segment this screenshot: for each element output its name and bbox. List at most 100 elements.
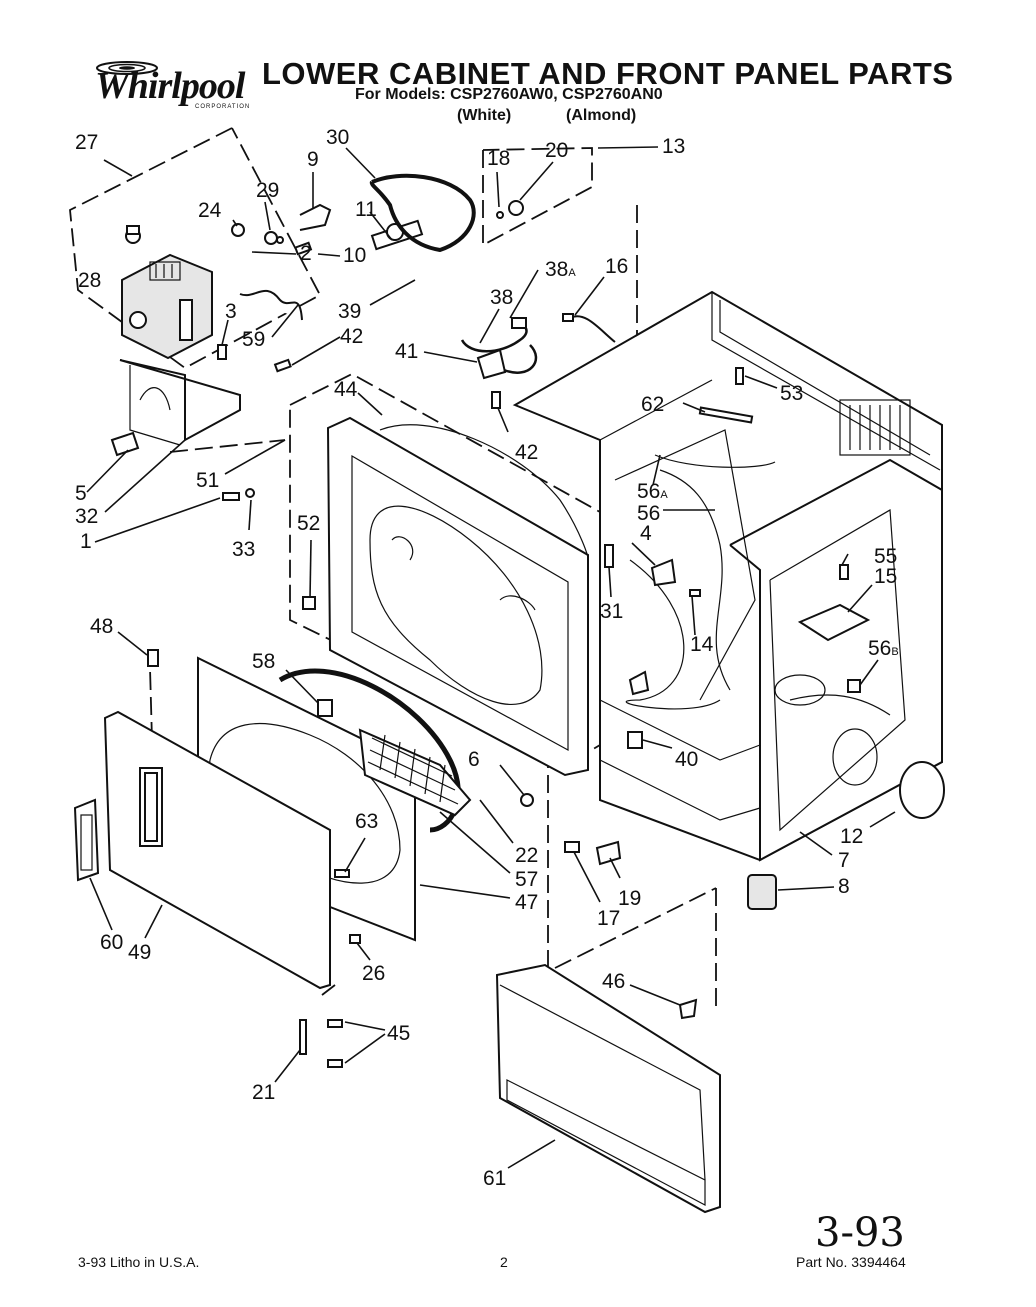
callout-6: 6	[468, 748, 480, 771]
models-line: For Models: CSP2760AW0, CSP2760AN0	[355, 86, 663, 103]
part-8-leveling-leg	[747, 874, 777, 910]
callout-7: 7	[838, 849, 850, 872]
callout-1: 1	[80, 530, 92, 553]
callout-46: 46	[602, 970, 625, 993]
callout-8: 8	[838, 875, 850, 898]
callout-2: 2	[300, 242, 312, 265]
part-31	[604, 544, 614, 568]
callout-49: 49	[128, 941, 151, 964]
callout-39: 39	[338, 300, 361, 323]
callout-56: 56	[637, 502, 660, 525]
part-56b	[847, 679, 861, 693]
callout-47: 47	[515, 891, 538, 914]
part-26	[349, 934, 361, 944]
color-white-label: (White)	[457, 107, 512, 124]
page-title: LOWER CABINET AND FRONT PANEL PARTS	[262, 56, 954, 91]
part-19	[595, 840, 622, 866]
callout-13: 13	[662, 135, 685, 158]
outer-door-49	[73, 710, 331, 990]
part-40	[627, 731, 643, 749]
brand-name: Whirlpool	[95, 65, 245, 107]
callout-4: 4	[640, 522, 652, 545]
callout-19: 19	[618, 887, 641, 910]
callout-63: 63	[355, 810, 378, 833]
part-63	[334, 869, 350, 878]
callout-56b: 56B	[868, 637, 899, 660]
callout-45: 45	[387, 1022, 410, 1045]
callout-38: 38	[490, 286, 513, 309]
leader-lines	[86, 146, 896, 1169]
callout-12: 12	[840, 825, 863, 848]
callout-9: 9	[307, 148, 319, 171]
callout-3: 3	[225, 300, 237, 323]
callout-29: 29	[256, 179, 279, 202]
part-45a	[327, 1019, 343, 1028]
part-20	[508, 200, 524, 216]
inner-door-47	[197, 656, 472, 942]
part-48	[147, 649, 159, 667]
callout-58: 58	[252, 650, 275, 673]
callout-26: 26	[362, 962, 385, 985]
callout-15: 15	[874, 565, 897, 588]
callout-11: 11	[355, 198, 377, 221]
callout-28: 28	[78, 269, 101, 292]
color-almond-label: (Almond)	[566, 107, 637, 124]
cabinet-body	[512, 290, 943, 862]
callout-30: 30	[326, 126, 349, 149]
handwritten-date: 3-93	[815, 1210, 905, 1256]
callout-32: 32	[75, 505, 98, 528]
part-21	[299, 1019, 307, 1055]
callout-56a: 56A	[637, 480, 668, 503]
callout-labels: 27 30 9 18 20 13 29 24 11 2 10 28 38A 16…	[75, 126, 899, 1190]
part-14	[689, 589, 701, 597]
part-18	[496, 211, 504, 219]
callout-57: 57	[515, 868, 538, 891]
callout-10: 10	[343, 244, 366, 267]
callout-38a: 38A	[545, 258, 576, 281]
callout-17: 17	[597, 907, 620, 930]
part-12-drum-roller	[899, 761, 945, 819]
part-33	[245, 488, 255, 498]
callout-20: 20	[545, 139, 568, 162]
callout-18: 18	[487, 147, 510, 170]
callout-22: 22	[515, 844, 538, 867]
part-53	[735, 367, 744, 385]
callout-48: 48	[90, 615, 113, 638]
callout-5: 5	[75, 482, 87, 505]
front-panel-44	[326, 416, 589, 777]
toe-panel-61	[495, 963, 721, 1214]
part-46	[678, 998, 698, 1020]
brand-sub: CORPORATION	[195, 104, 251, 110]
belt-30	[369, 173, 476, 253]
part-15	[797, 603, 871, 642]
part-1	[222, 492, 240, 501]
callout-40: 40	[675, 748, 698, 771]
callout-60: 60	[100, 931, 123, 954]
callout-14: 14	[690, 633, 714, 656]
part-6	[520, 793, 534, 807]
callout-52: 52	[297, 512, 320, 535]
callout-24: 24	[198, 199, 222, 222]
callout-31: 31	[600, 600, 623, 623]
callout-44: 44	[334, 378, 358, 401]
callout-55: 55	[874, 545, 897, 568]
callout-51: 51	[196, 469, 219, 492]
callout-33: 33	[232, 538, 255, 561]
callout-27: 27	[75, 131, 98, 154]
callout-42-top: 42	[340, 325, 363, 348]
callout-61: 61	[483, 1167, 506, 1190]
part-55	[839, 564, 849, 580]
page-number: 2	[500, 1254, 508, 1270]
part-45b	[327, 1059, 343, 1068]
switch-harness	[460, 313, 616, 409]
callout-59: 59	[242, 328, 265, 351]
callout-53: 53	[780, 382, 803, 405]
part-number: Part No. 3394464	[796, 1254, 906, 1270]
callout-62: 62	[641, 393, 664, 416]
callout-16: 16	[605, 255, 628, 278]
part-17	[564, 841, 580, 853]
footer-litho: 3-93 Litho in U.S.A.	[78, 1254, 200, 1270]
logo-swirl-icon	[96, 61, 158, 75]
motor-assembly	[110, 203, 424, 457]
